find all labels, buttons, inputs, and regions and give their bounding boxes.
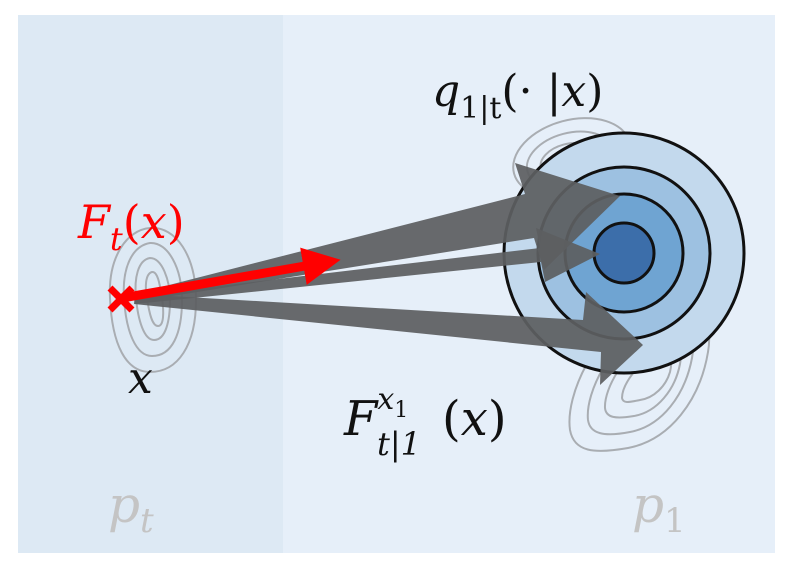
sample-point-marker [107,285,135,313]
arrow-to-center-target [134,228,600,304]
source-distribution-label: pt [108,476,154,541]
sample-point-label: x [128,353,153,404]
conditional-field-label: Fx1 [343,382,408,447]
conditional-field-argument: (x) [442,391,507,447]
conditional-vector-arrows [134,163,643,385]
marginal-field-label: Ft(x) [77,195,185,258]
conditional-distribution-label: q1|t(· |x) [432,66,603,126]
arrow-to-lower-target [134,292,643,385]
arrow-to-upper-target [134,163,620,302]
marginal-vector-arrow [121,247,341,303]
target-distribution-label: p1 [632,476,686,541]
conditional-field-subscript: t|1 [377,425,421,463]
